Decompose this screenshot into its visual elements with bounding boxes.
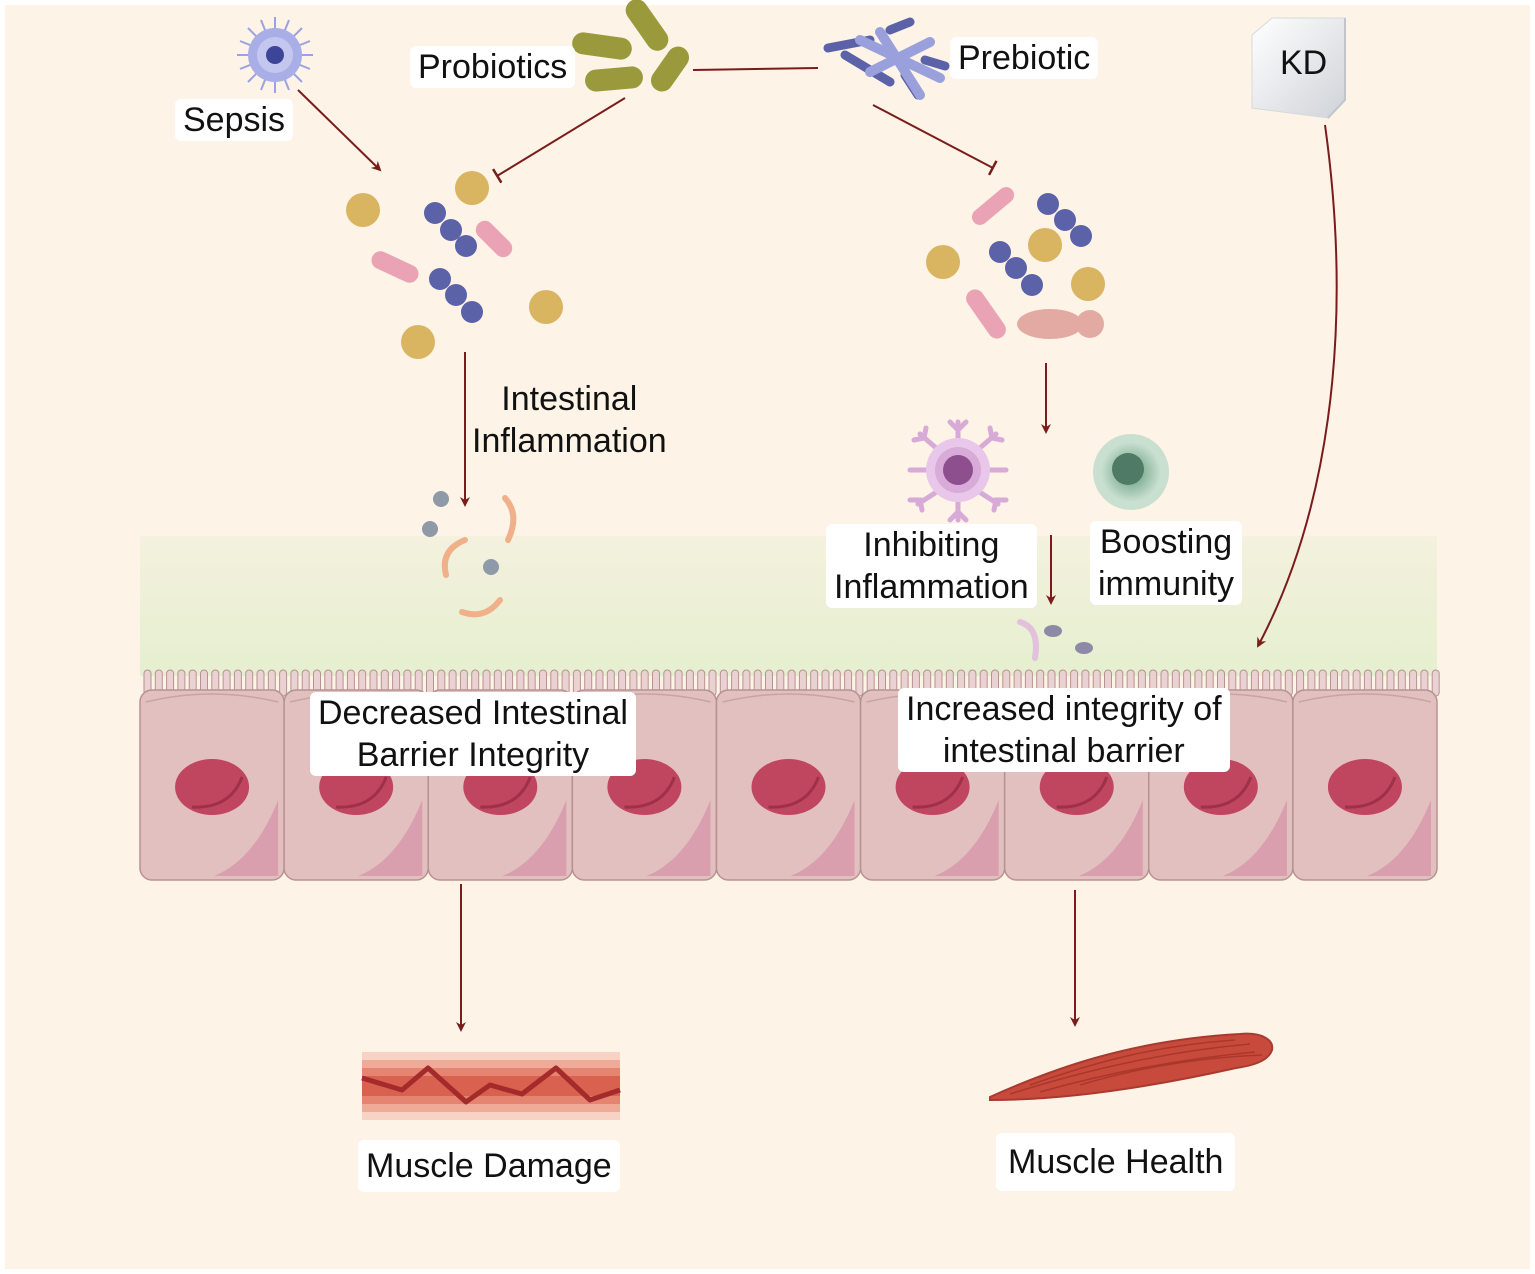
muscle-damage-icon — [361, 1052, 621, 1120]
label-sepsis: Sepsis — [175, 99, 294, 141]
label-probiotics: Probiotics — [410, 46, 576, 88]
mucus-layer — [140, 536, 1437, 676]
prebiotic-fiber-icon — [823, 17, 950, 100]
cell-nucleus — [1039, 759, 1114, 815]
link-probiotics-prebiotic — [692, 67, 819, 71]
label-decreased-barrier: Decreased Intestinal Barrier Integrity — [310, 692, 636, 776]
label-increased-barrier: Increased integrity of intestinal barrie… — [898, 688, 1230, 772]
cell-nucleus — [1183, 759, 1258, 815]
sepsis-pathogen-icon — [237, 17, 313, 93]
label-muscle-damage: Muscle Damage — [358, 1140, 620, 1192]
label-intestinal-inflammation: Intestinal Inflammation — [472, 380, 667, 460]
muscle-healthy-icon — [989, 1032, 1274, 1102]
balanced-microbiota-cluster — [926, 187, 1105, 339]
dysbiotic-microbiota-cluster — [346, 171, 563, 359]
label-inhibiting-inflammation: Inhibiting Inflammation — [826, 524, 1037, 608]
connector-lines — [297, 67, 1338, 1032]
arrow-sepsis-to-microbiota — [297, 89, 382, 172]
kd-sugar-cube-icon — [1251, 17, 1346, 119]
arrow-kd-to-barrier — [1257, 124, 1338, 648]
inhibit-probiotics-to-dysbiosis — [491, 97, 626, 184]
inhibit-prebiotic-to-microbiota — [872, 104, 998, 176]
label-prebiotic: Prebiotic — [950, 37, 1099, 79]
label-kd: KD — [1280, 44, 1328, 82]
cell-nucleus — [895, 759, 970, 815]
inflammatory-debris — [422, 491, 517, 618]
cell-nucleus — [1327, 759, 1402, 815]
dendritic-cell-icon — [907, 419, 1009, 523]
reduced-debris — [1017, 619, 1093, 661]
cell-nucleus — [751, 759, 826, 815]
probiotic-bacteria-icon — [572, 0, 690, 92]
label-muscle-health: Muscle Health — [996, 1133, 1236, 1191]
immune-cell-icon — [1093, 434, 1169, 510]
cell-nucleus — [175, 759, 250, 815]
label-boosting-immunity: Boosting immunity — [1090, 521, 1243, 605]
